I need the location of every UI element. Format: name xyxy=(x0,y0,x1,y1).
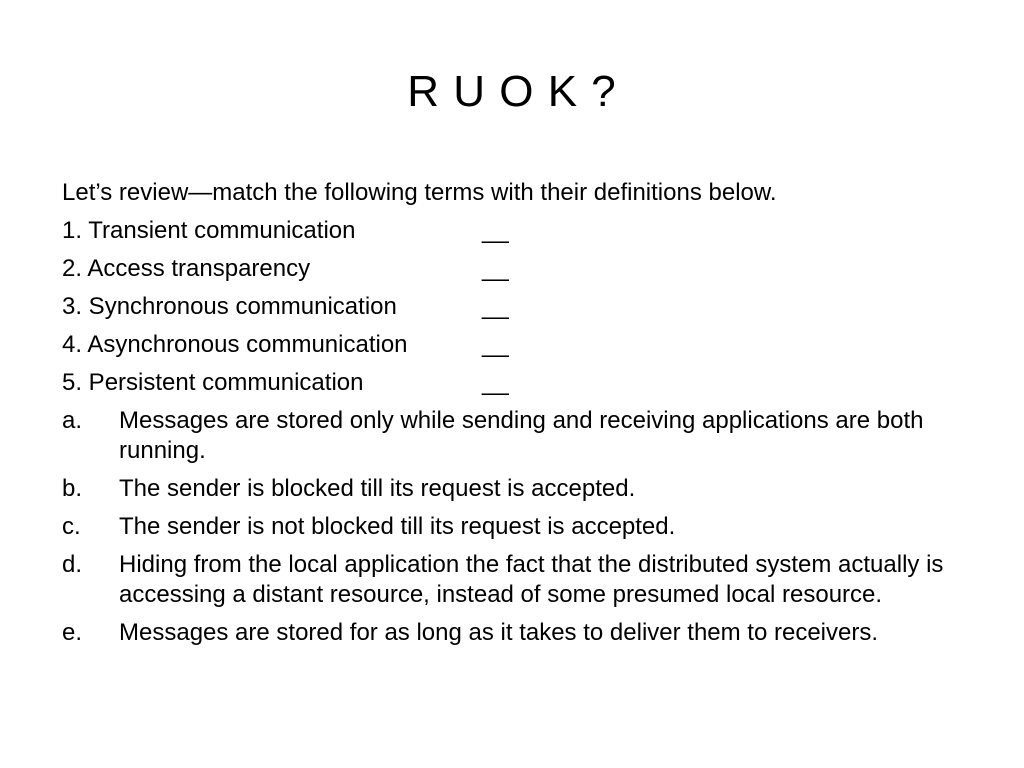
definition-letter: d. xyxy=(62,551,83,578)
slide-title: R U O K ? xyxy=(407,67,617,116)
term-label: 2. Access transparency xyxy=(62,255,311,282)
term-label: 1. Transient communication xyxy=(62,217,356,244)
slide-content: Let’s review—match the following terms w… xyxy=(62,178,962,656)
term-item: 1. Transient communication __ xyxy=(62,216,962,246)
definition-item: c. The sender is not blocked till its re… xyxy=(62,512,962,542)
definition-item: d. Hiding from the local application the… xyxy=(62,550,962,610)
term-item: 5. Persistent communication __ xyxy=(62,368,962,398)
term-item: 4. Asynchronous communication __ xyxy=(62,330,962,360)
term-blank: __ xyxy=(482,217,509,244)
definition-item: b. The sender is blocked till its reques… xyxy=(62,474,962,504)
term-blank: __ xyxy=(482,331,509,358)
term-item: 3. Synchronous communication __ xyxy=(62,292,962,322)
term-blank: __ xyxy=(482,369,509,396)
definition-text: Hiding from the local application the fa… xyxy=(119,551,944,608)
intro-text: Let’s review—match the following terms w… xyxy=(62,179,777,206)
definition-letter: b. xyxy=(62,475,83,502)
term-blank: __ xyxy=(482,255,509,282)
definition-letter: a. xyxy=(62,407,83,434)
term-item: 2. Access transparency __ xyxy=(62,254,962,284)
definition-text: Messages are stored only while sending a… xyxy=(119,407,924,464)
definition-item: a. Messages are stored only while sendin… xyxy=(62,406,962,466)
term-label: 4. Asynchronous communication xyxy=(62,331,408,358)
term-label: 5. Persistent communication xyxy=(62,369,364,396)
definition-text: The sender is not blocked till its reque… xyxy=(119,513,676,540)
term-label: 3. Synchronous communication xyxy=(62,293,397,320)
definition-item: e. Messages are stored for as long as it… xyxy=(62,618,962,648)
definition-letter: e. xyxy=(62,619,83,646)
definition-text: The sender is blocked till its request i… xyxy=(119,475,636,502)
definition-letter: c. xyxy=(62,513,81,540)
definition-text: Messages are stored for as long as it ta… xyxy=(119,619,879,646)
term-blank: __ xyxy=(482,293,509,320)
